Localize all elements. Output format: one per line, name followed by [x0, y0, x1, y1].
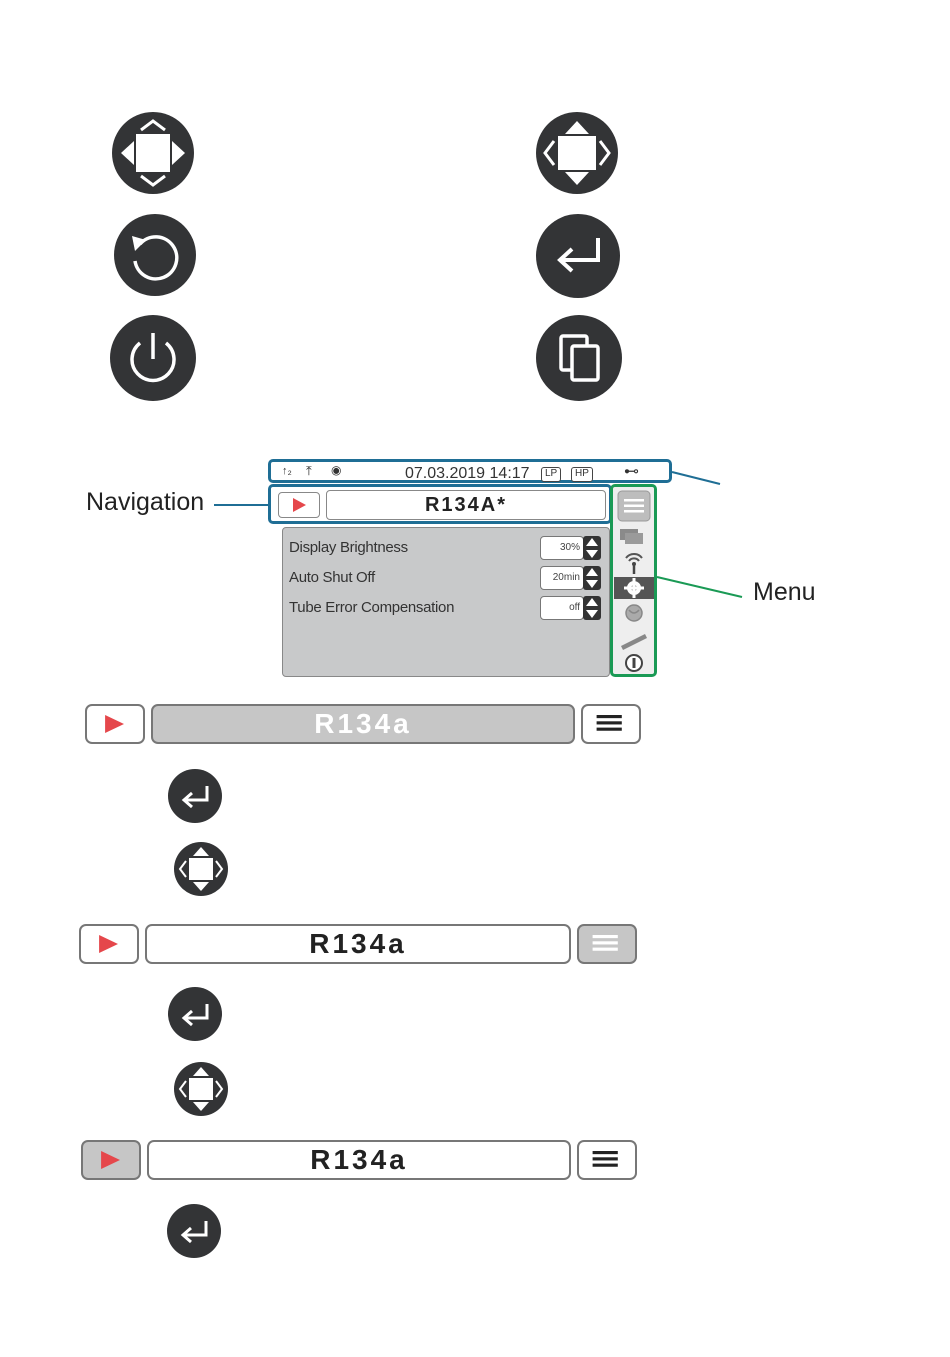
- menu-button[interactable]: [581, 704, 641, 744]
- play-icon: [83, 1142, 139, 1178]
- play-icon: [81, 926, 137, 962]
- hamburger-icon: [579, 1142, 635, 1178]
- navigation-title[interactable]: R134a: [145, 924, 571, 964]
- navigation-title[interactable]: R134a: [147, 1140, 571, 1180]
- play-button[interactable]: [81, 1140, 141, 1180]
- up-down-arrows-icon[interactable]: [174, 1062, 228, 1116]
- navigation-callout: Navigation: [86, 488, 204, 517]
- enter-icon[interactable]: [167, 1204, 221, 1258]
- play-button[interactable]: [79, 924, 139, 964]
- hamburger-icon: [579, 926, 635, 962]
- menu-button[interactable]: [577, 1140, 637, 1180]
- up-down-arrows-icon[interactable]: [174, 842, 228, 896]
- hamburger-icon: [583, 706, 639, 742]
- navigation-title[interactable]: R134a: [151, 704, 575, 744]
- enter-icon[interactable]: [168, 769, 222, 823]
- enter-icon[interactable]: [168, 987, 222, 1041]
- play-button[interactable]: [85, 704, 145, 744]
- menu-callout: Menu: [753, 578, 816, 607]
- menu-button[interactable]: [577, 924, 637, 964]
- play-icon: [87, 706, 143, 742]
